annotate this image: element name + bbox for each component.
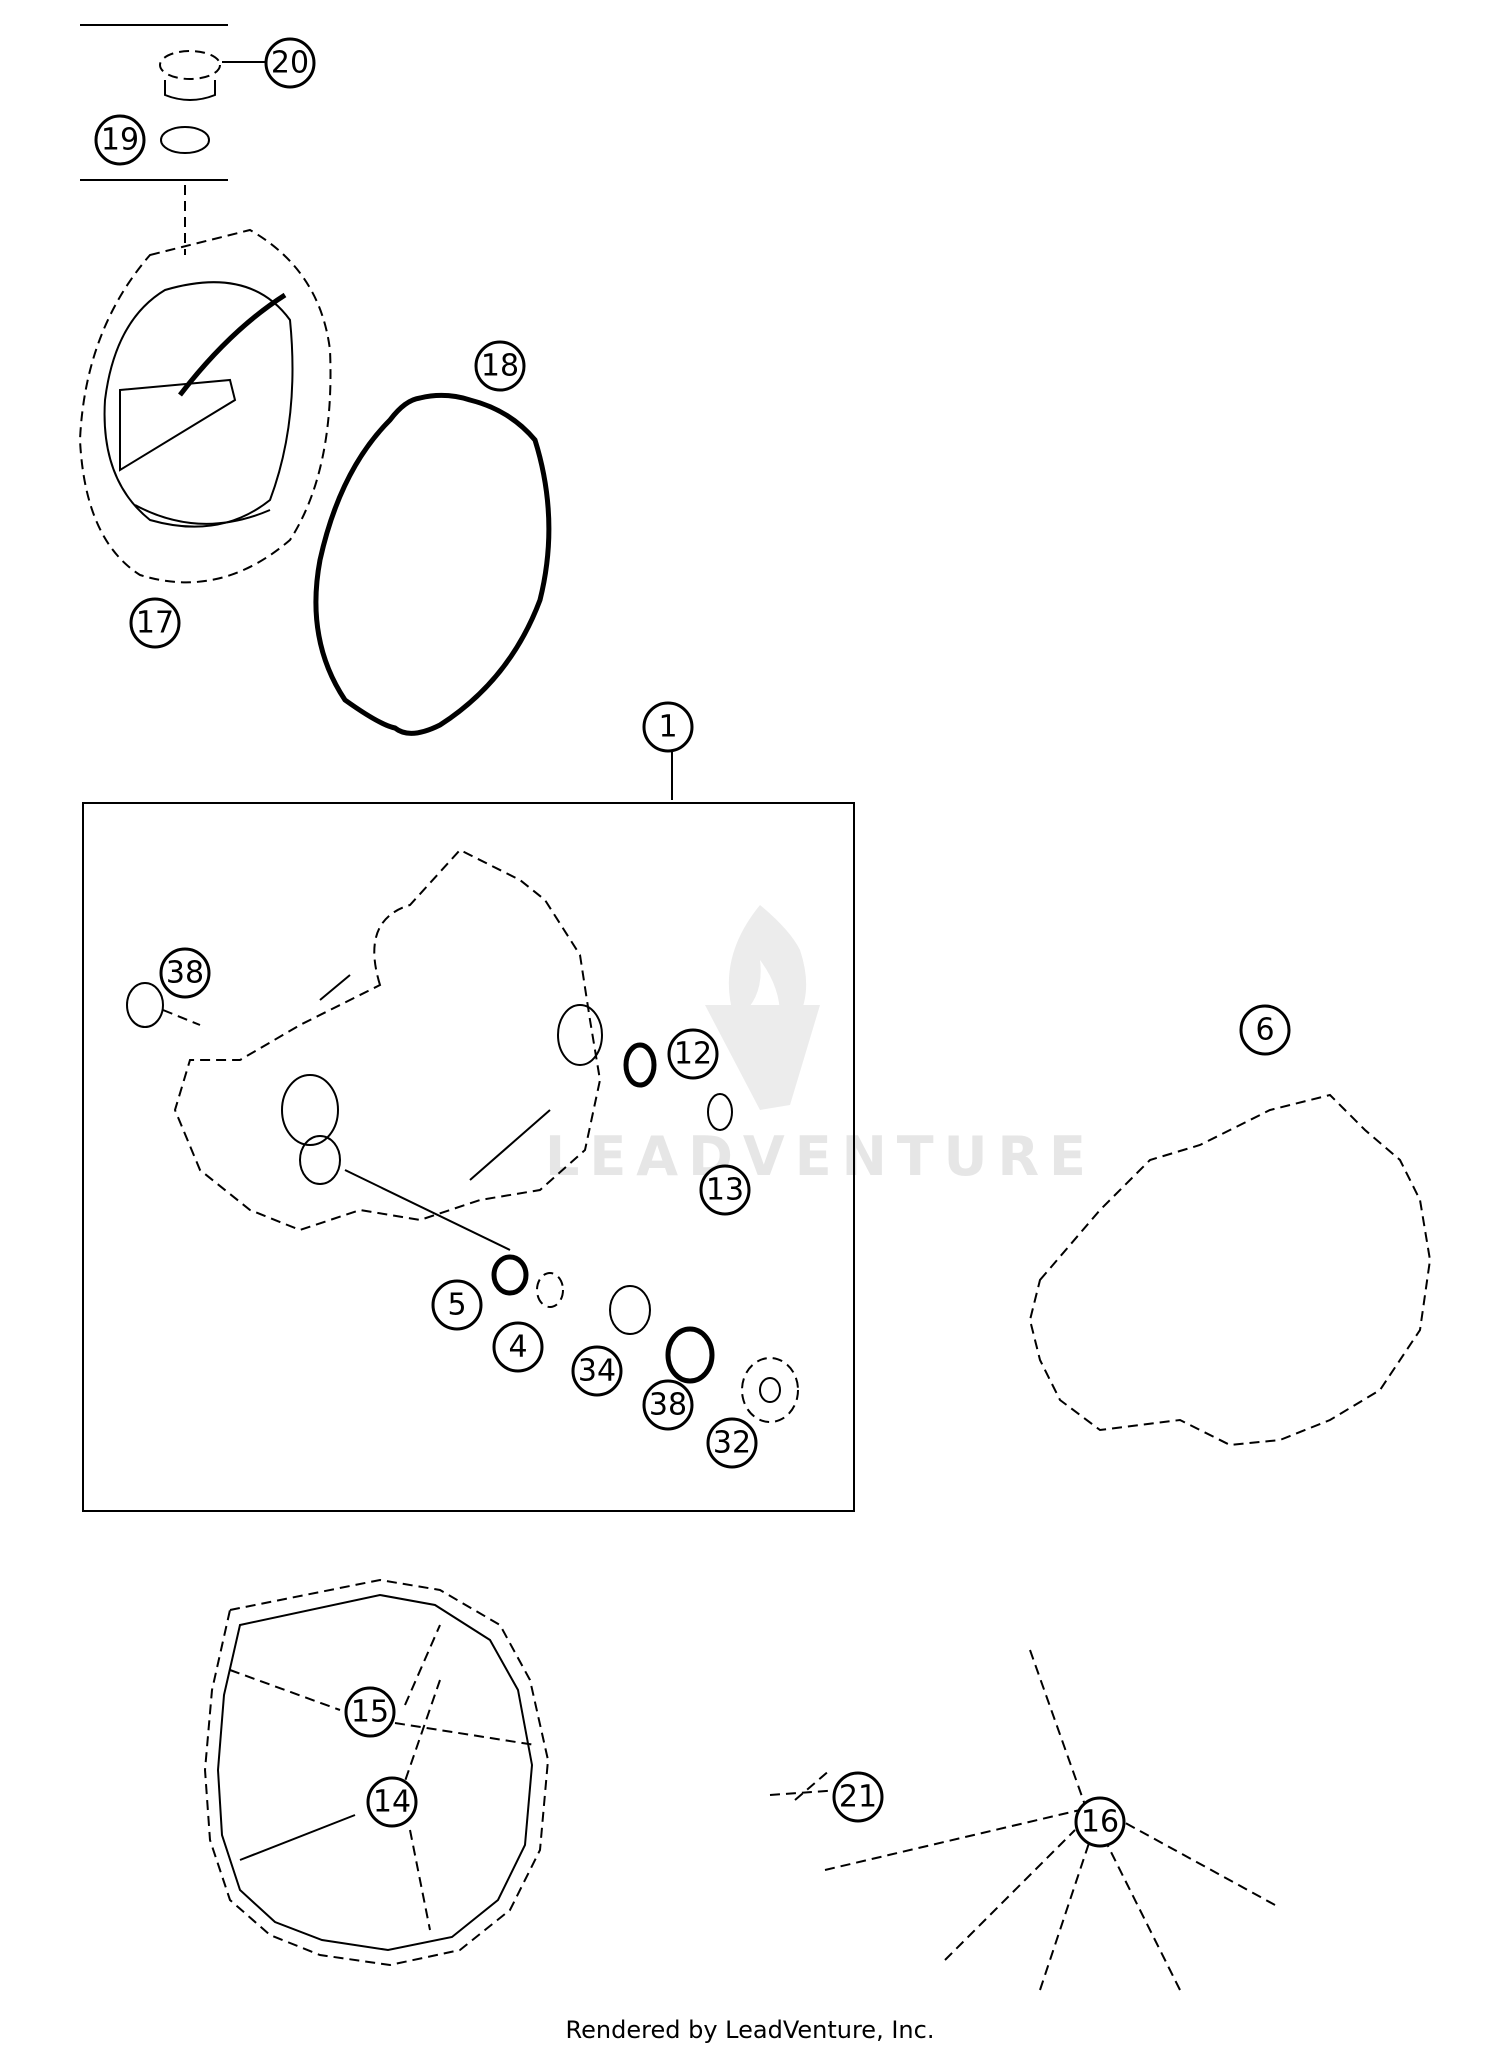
bearing-38 bbox=[665, 1326, 715, 1384]
bearing-32-inner bbox=[759, 1377, 781, 1403]
svg-text:5: 5 bbox=[447, 1288, 466, 1323]
callout-34: 34 bbox=[571, 1345, 623, 1397]
bearing-32 bbox=[741, 1357, 799, 1423]
ring-13 bbox=[707, 1093, 733, 1131]
o-ring bbox=[160, 126, 210, 154]
callout-5: 5 bbox=[431, 1279, 483, 1331]
ring-34 bbox=[609, 1285, 651, 1335]
svg-text:17: 17 bbox=[136, 606, 174, 641]
svg-text:21: 21 bbox=[839, 1780, 877, 1815]
seal-5 bbox=[491, 1254, 529, 1296]
inner-cover bbox=[173, 848, 603, 1251]
callout-16-leaders bbox=[824, 1649, 1276, 1991]
svg-text:4: 4 bbox=[508, 1330, 527, 1365]
svg-text:12: 12 bbox=[674, 1037, 712, 1072]
clutch-cover-gasket bbox=[313, 392, 552, 736]
svg-text:16: 16 bbox=[1081, 1805, 1119, 1840]
leadventure-watermark: LEADVENTURE bbox=[545, 905, 1096, 1188]
clutch-cover bbox=[78, 228, 332, 584]
callout-12: 12 bbox=[667, 1028, 719, 1080]
svg-text:15: 15 bbox=[351, 1695, 389, 1730]
callout-20: 20 bbox=[264, 37, 316, 89]
callout-19: 19 bbox=[94, 114, 146, 166]
kit-box bbox=[82, 802, 855, 1512]
callout-21: 21 bbox=[832, 1771, 884, 1823]
seal-38-top bbox=[126, 982, 164, 1028]
callout-6: 6 bbox=[1239, 1004, 1291, 1056]
callout-1: 1 bbox=[642, 701, 694, 753]
callout-16: 16 bbox=[1074, 1796, 1126, 1848]
svg-text:6: 6 bbox=[1255, 1013, 1274, 1048]
svg-text:38: 38 bbox=[649, 1388, 687, 1423]
svg-text:19: 19 bbox=[101, 123, 139, 158]
callout-15: 15 bbox=[344, 1686, 396, 1738]
watermark-text: LEADVENTURE bbox=[545, 1125, 1096, 1188]
svg-text:32: 32 bbox=[713, 1426, 751, 1461]
callout-21-leaders bbox=[769, 1769, 841, 1801]
callout-15-leaders bbox=[229, 1624, 536, 1746]
svg-text:38: 38 bbox=[166, 956, 204, 991]
seal-38-axis bbox=[162, 1009, 201, 1026]
svg-text:13: 13 bbox=[706, 1173, 744, 1208]
svg-text:20: 20 bbox=[271, 46, 309, 81]
footer-credit: Rendered by LeadVenture, Inc. bbox=[565, 2016, 935, 2044]
callout-18: 18 bbox=[474, 340, 526, 392]
callout-32: 32 bbox=[706, 1417, 758, 1469]
clutch-cover-gasket-outer bbox=[203, 1578, 550, 1967]
svg-text:34: 34 bbox=[578, 1354, 616, 1389]
svg-text:14: 14 bbox=[373, 1785, 411, 1820]
callout-13: 13 bbox=[699, 1164, 751, 1216]
callout-38-bottom: 38 bbox=[642, 1379, 694, 1431]
filler-plug bbox=[159, 50, 265, 101]
callout-17: 17 bbox=[129, 597, 181, 649]
seal-12 bbox=[623, 1042, 657, 1088]
callout-14: 14 bbox=[366, 1776, 418, 1828]
callout-4: 4 bbox=[492, 1321, 544, 1373]
washer-4 bbox=[536, 1272, 564, 1308]
svg-text:18: 18 bbox=[481, 349, 519, 384]
svg-text:1: 1 bbox=[658, 710, 677, 745]
inner-cover-gasket bbox=[1028, 1093, 1432, 1447]
callout-38-top: 38 bbox=[159, 947, 211, 999]
